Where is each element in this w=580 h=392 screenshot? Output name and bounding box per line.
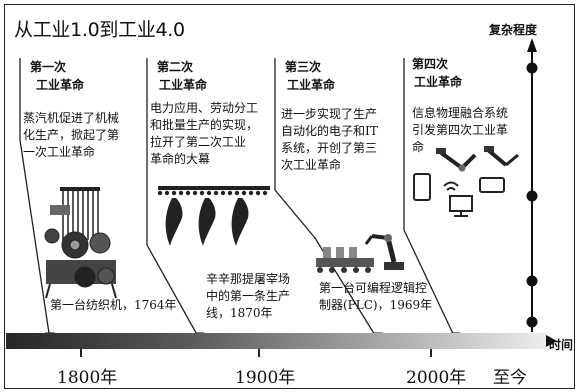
stair-line-3 (274, 58, 379, 341)
timeline-bar (6, 333, 546, 349)
era-4-description: 信息物理融合系统引发第四次工业革命 (412, 106, 509, 154)
complexity-dot-2 (526, 190, 538, 202)
year-label-2000: 2000年 (406, 368, 467, 388)
era-1-header: 第一次工业革命 (30, 60, 85, 92)
era-2-header: 第二次工业革命 (157, 60, 208, 92)
stair-line-4 (403, 58, 457, 341)
milestone-1-note: 第一台纺织机，1764年 (50, 298, 177, 312)
diagram-frame (4, 4, 575, 389)
tick-1800 (80, 349, 82, 357)
stair-line-2 (146, 58, 201, 341)
tick-1900 (258, 349, 260, 357)
time-axis-label: 时间 (549, 338, 574, 352)
year-label-present: 至今 (493, 368, 527, 388)
era-2-description: 电力应用、劳动分工和批量生产的实现，拉开了第二次工业革命的大幕 (150, 101, 259, 166)
complexity-axis-arrow (527, 38, 537, 52)
time-axis-arrow (546, 335, 557, 347)
year-label-1900: 1900年 (235, 368, 296, 388)
tick-2000 (430, 349, 432, 357)
complexity-dot-3 (526, 275, 538, 287)
milestone-2-note: 辛辛那提屠宰场中的第一条生产线，1870年 (206, 272, 291, 320)
era-4-header: 第四次工业革命 (412, 57, 463, 89)
era-1-description: 蒸汽机促进了机械化生产，掀起了第一次工业革命 (23, 111, 120, 159)
complexity-dot-1 (526, 62, 538, 74)
era-3-header: 第三次工业革命 (285, 60, 336, 92)
complexity-dot-4 (526, 316, 538, 328)
milestone-3-note: 第一台可编程逻辑控制器(PLC)，1969年 (319, 281, 433, 312)
diagram-title: 从工业1.0到工业4.0 (14, 19, 185, 41)
stair-line-1 (19, 58, 51, 341)
year-label-1800: 1800年 (57, 368, 118, 388)
complexity-axis-label: 复杂程度 (489, 23, 538, 37)
